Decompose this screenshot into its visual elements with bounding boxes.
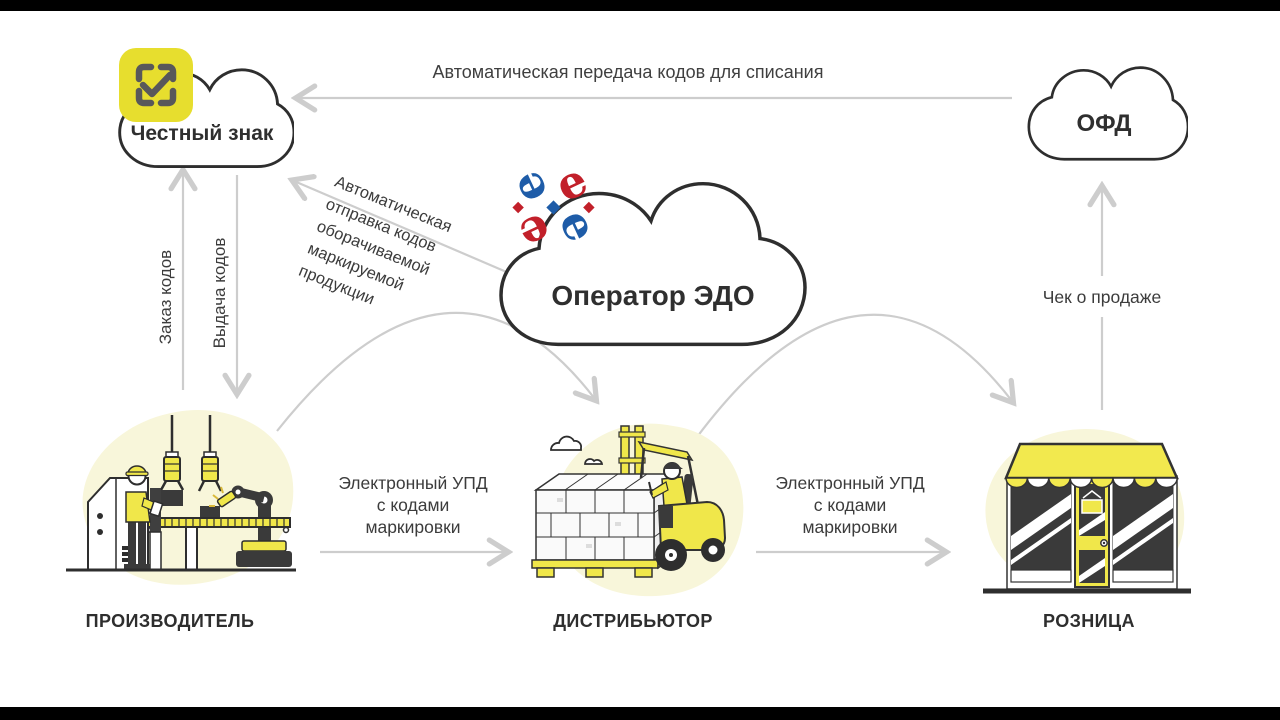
- producer-illustration: [66, 409, 296, 585]
- edo-operator-logo: e e e e: [506, 160, 601, 255]
- chestny-znak-scan-check-icon: [119, 48, 193, 122]
- retail-illustration: [983, 428, 1191, 594]
- retail-label: РОЗНИЦА: [1043, 611, 1135, 631]
- upd-line: Электронный УПД: [775, 473, 925, 493]
- upd-line: с кодами: [813, 495, 887, 515]
- edo-operator-label: Оператор ЭДО: [551, 280, 755, 311]
- producer-label: ПРОИЗВОДИТЕЛЬ: [85, 611, 255, 631]
- arrow-auto-send: [294, 181, 545, 290]
- sale-receipt-label: Чек о продаже: [1042, 287, 1162, 307]
- logo-center-diamond: [546, 200, 561, 215]
- issue-codes-label: Выдача кодов: [210, 237, 229, 349]
- upd-producer-distributor-label: Электронный УПД с кодами маркировки: [313, 472, 513, 538]
- chestny-znak-label: Честный знак: [130, 122, 274, 145]
- upd-line: маркировки: [365, 517, 461, 537]
- upd-distributor-retail-label: Электронный УПД с кодами маркировки: [750, 472, 950, 538]
- upd-line: Электронный УПД: [338, 473, 488, 493]
- distributor-illustration: [531, 423, 744, 597]
- edo-operator-cloud: [499, 181, 807, 347]
- arc-producer-distributor: [276, 311, 595, 432]
- upd-line: маркировки: [802, 517, 898, 537]
- letterbox-top: [0, 0, 1280, 11]
- ofd-label: ОФД: [1076, 110, 1132, 137]
- arc-distributor-retail: [696, 313, 1012, 438]
- ofd-cloud: [1027, 66, 1188, 161]
- writeoff-flow-label: Автоматическая передача кодов для списан…: [432, 62, 824, 82]
- upd-line: с кодами: [376, 495, 450, 515]
- order-codes-label: Заказ кодов: [156, 249, 175, 345]
- distributor-label: ДИСТРИБЬЮТОР: [553, 611, 713, 631]
- letterbox-bottom: [0, 707, 1280, 720]
